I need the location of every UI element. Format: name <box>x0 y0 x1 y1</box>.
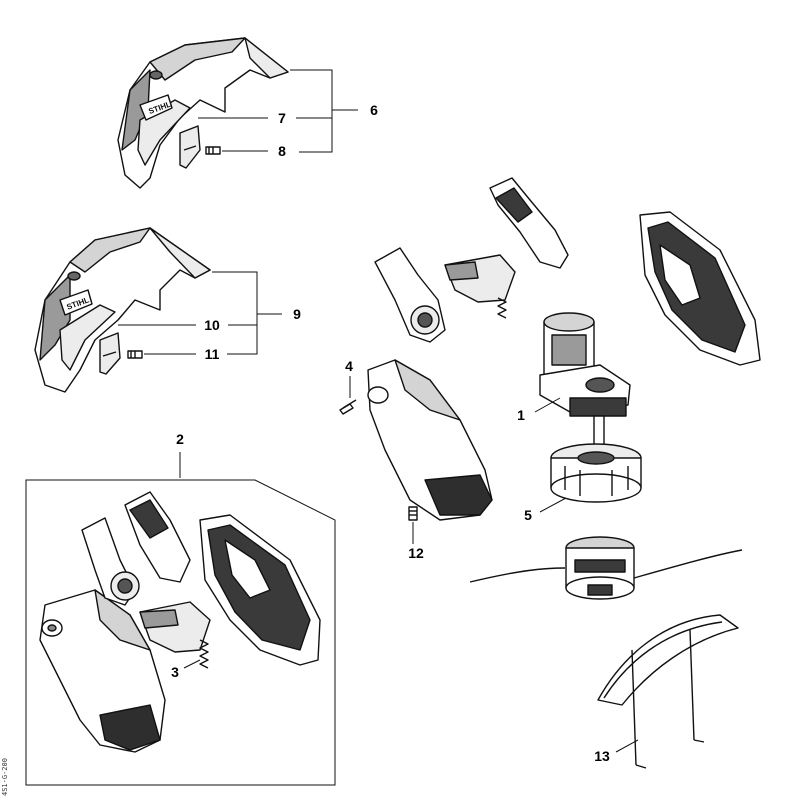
trimmer-head <box>469 536 743 600</box>
screw-12 <box>408 506 418 521</box>
callout-12: 12 <box>408 545 424 561</box>
leader-lines-6 <box>198 69 358 153</box>
callout-10: 10 <box>204 317 220 333</box>
callout-9: 9 <box>293 306 301 322</box>
callout-1: 1 <box>517 407 525 423</box>
callout-3: 3 <box>171 664 179 680</box>
screw-4 <box>339 399 357 415</box>
housing-kit-parts <box>39 491 321 753</box>
side-code: 4S1-G-200 <box>1 758 9 796</box>
guard-bow-13 <box>597 614 739 769</box>
leader-line-3 <box>183 659 201 669</box>
callout-8: 8 <box>278 143 286 159</box>
housing-kit-box <box>25 452 336 786</box>
deflector-guard-6: STIHL <box>117 37 289 189</box>
callout-6: 6 <box>370 102 378 118</box>
callout-4: 4 <box>345 358 353 374</box>
motor-1 <box>539 312 631 447</box>
callout-7: 7 <box>278 110 286 126</box>
lower-housing <box>367 359 493 521</box>
leader-line-1 <box>534 397 561 413</box>
deflector-guard-9: STIHL <box>34 227 211 393</box>
callout-2: 2 <box>176 431 184 447</box>
leader-lines-9 <box>118 271 282 355</box>
upper-handle-parts <box>374 177 761 366</box>
leader-line-13 <box>615 739 639 753</box>
leader-line-5 <box>539 497 567 513</box>
callout-5: 5 <box>524 507 532 523</box>
callout-11: 11 <box>205 346 220 362</box>
spool-body-5 <box>550 443 642 503</box>
callout-13: 13 <box>594 748 610 764</box>
